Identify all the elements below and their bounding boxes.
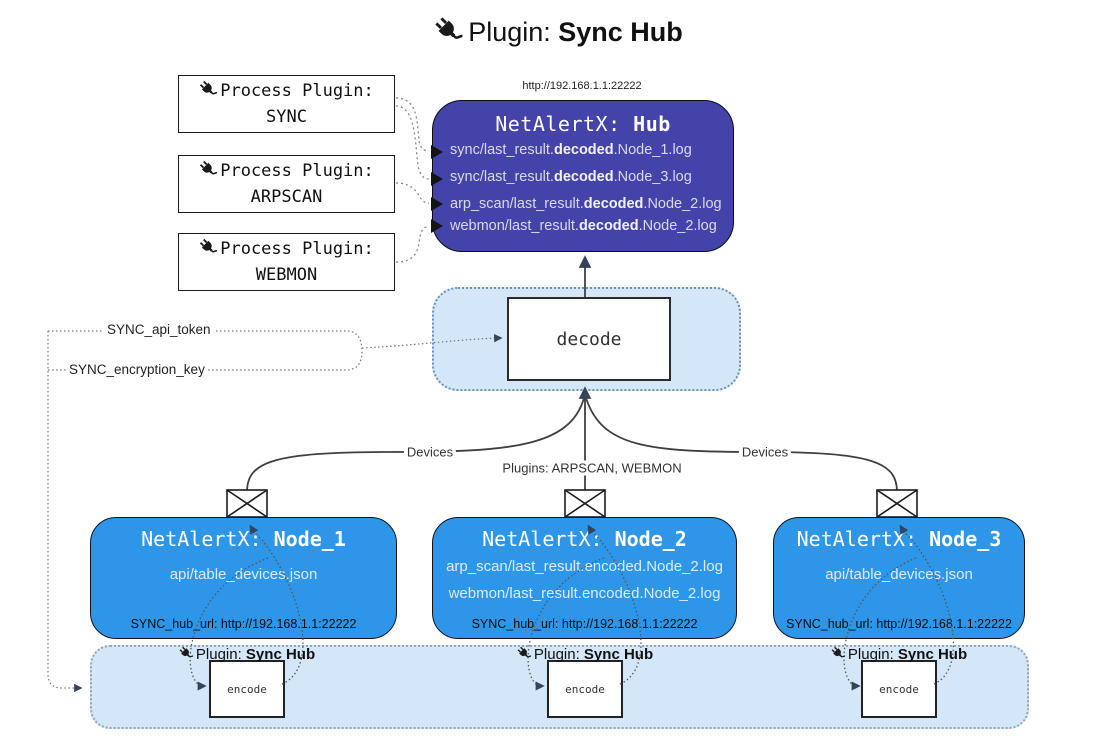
encode-box-1: encode (209, 660, 285, 718)
edge-label-devices-right: Devices (738, 444, 792, 460)
title-prefix: Plugin: (468, 17, 559, 47)
node-to-decode-edges (246, 386, 898, 493)
node-file-line: api/table_devices.json (825, 566, 973, 583)
hub-log-line: sync/last_result.decoded.Node_3.log (450, 169, 692, 185)
node-file-line: webmon/last_result.encoded.Node_2.log (448, 585, 721, 602)
process-to-hub-connectors (395, 97, 430, 263)
decode-box: decode (507, 297, 671, 381)
encode-box-3: encode (861, 660, 937, 718)
node-2: NetAlertX: Node_2 arp_scan/last_result.e… (432, 517, 737, 639)
title-name: Sync Hub (558, 17, 683, 47)
plug-icon (199, 80, 218, 99)
hub-node: NetAlertX: Hub sync/last_result.decoded.… (432, 100, 734, 252)
plug-icon (434, 16, 464, 46)
process-plugin-webmon: Process Plugin: WEBMON (178, 233, 395, 291)
band-plugin-label: Plugin: Sync Hub (179, 646, 315, 663)
node-hub-url: SYNC_hub_url: http://192.168.1.1:22222 (471, 617, 698, 631)
plug-icon (831, 646, 846, 661)
process-plugin-name: ARPSCAN (250, 187, 323, 207)
encode-box-2: encode (547, 660, 623, 718)
node-1: NetAlertX: Node_1 api/table_devices.json… (90, 517, 397, 639)
hub-log-line: arp_scan/last_result.decoded.Node_2.log (450, 196, 722, 212)
page-title: Plugin: Sync Hub (0, 16, 1117, 48)
edge-label-plugins: Plugins: ARPSCAN, WEBMON (499, 460, 685, 476)
process-plugin-label: Process Plugin: (199, 78, 374, 104)
node-3: NetAlertX: Node_3 api/table_devices.json… (773, 517, 1025, 639)
process-plugin-name: SYNC (266, 107, 307, 127)
plug-icon (179, 646, 194, 661)
process-plugin-arpscan: Process Plugin: ARPSCAN (178, 155, 395, 213)
node-title: NetAlertX: Node_3 (796, 527, 1002, 551)
node-file-line: api/table_devices.json (169, 566, 318, 583)
process-plugin-name: WEBMON (255, 265, 318, 285)
process-plugin-label: Process Plugin: (199, 158, 374, 184)
hub-log-line: webmon/last_result.decoded.Node_2.log (450, 218, 717, 234)
hub-log-line: sync/last_result.decoded.Node_1.log (450, 142, 692, 158)
envelope-icon (564, 489, 606, 518)
envelope-icon (226, 489, 268, 518)
plug-icon (517, 646, 532, 661)
hub-url-label: http://192.168.1.1:22222 (522, 80, 642, 92)
node-title: NetAlertX: Node_1 (141, 527, 346, 551)
band-plugin-label: Plugin: Sync Hub (517, 646, 653, 663)
process-plugin-sync: Process Plugin: SYNC (178, 75, 395, 133)
sync-api-token-label: SYNC_api_token (104, 322, 214, 337)
hub-title: NetAlertX: Hub (495, 112, 671, 136)
node-file-line: arp_scan/last_result.encoded.Node_2.log (446, 558, 723, 575)
node-hub-url: SYNC_hub_url: http://192.168.1.1:22222 (130, 617, 357, 631)
node-title: NetAlertX: Node_2 (482, 527, 687, 551)
plug-icon (199, 160, 218, 179)
envelope-icon (876, 489, 918, 518)
sync-encryption-key-label: SYNC_encryption_key (66, 362, 208, 377)
node-hub-url: SYNC_hub_url: http://192.168.1.1:22222 (786, 617, 1012, 631)
process-plugin-label: Process Plugin: (199, 236, 374, 262)
envelope-icons (226, 489, 918, 518)
band-plugin-label: Plugin: Sync Hub (831, 646, 967, 663)
edge-label-devices-left: Devices (403, 444, 457, 460)
plug-icon (199, 238, 218, 257)
